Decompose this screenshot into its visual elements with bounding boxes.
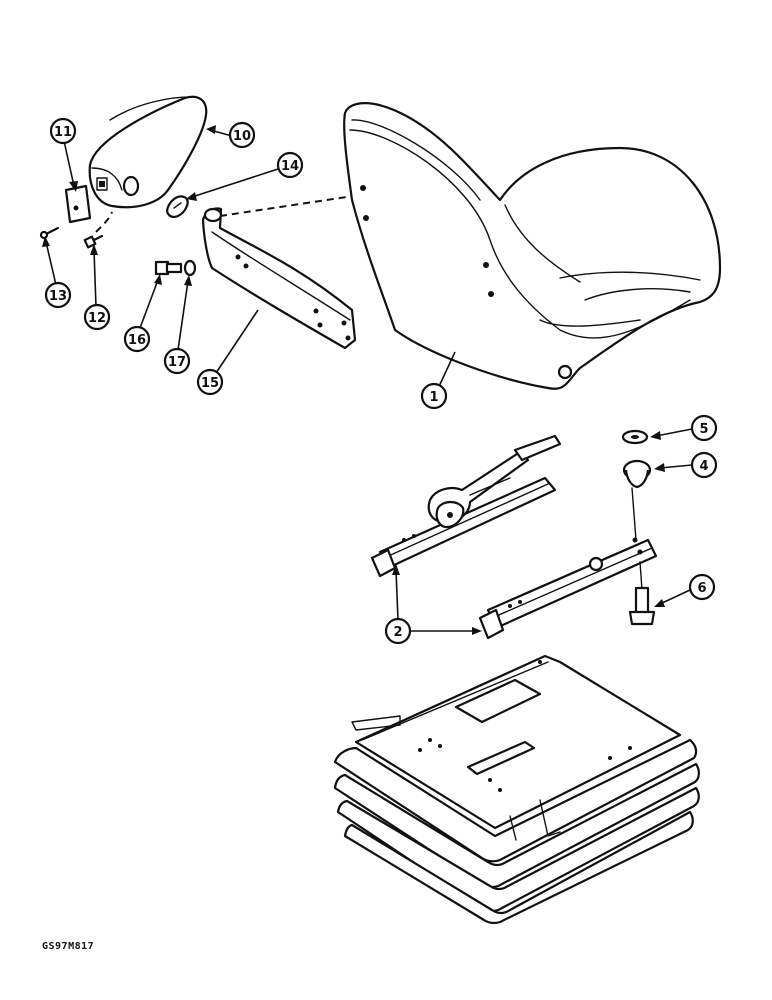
bolt-small [83, 211, 113, 249]
svg-text:1: 1 [429, 390, 438, 405]
callout-13: 13 [42, 236, 72, 309]
svg-text:16: 16 [128, 333, 146, 348]
rubber-bumper [622, 459, 652, 541]
bolt [154, 260, 183, 276]
svg-text:2: 2 [393, 625, 402, 640]
callout-5: 5 [650, 414, 718, 442]
svg-text:15: 15 [201, 376, 219, 391]
callout-1: 1 [420, 351, 456, 410]
svg-text:12: 12 [88, 311, 106, 326]
document-code: GS97M817 [42, 941, 95, 952]
armrest-plate [64, 184, 92, 224]
svg-text:5: 5 [699, 422, 708, 437]
callout-17: 17 [163, 275, 192, 375]
callout-15: 15 [196, 309, 259, 396]
svg-text:11: 11 [54, 125, 72, 140]
svg-text:6: 6 [697, 581, 706, 596]
armrest-illustration [88, 95, 208, 209]
callout-14: 14 [186, 151, 304, 201]
callout-10: 10 [206, 121, 256, 149]
svg-text:17: 17 [168, 355, 186, 370]
callout-12: 12 [83, 244, 111, 331]
mounting-bolt [628, 561, 656, 626]
svg-text:13: 13 [49, 289, 67, 304]
lock-washer [183, 259, 197, 277]
callout-11: 11 [49, 117, 78, 192]
screw [39, 226, 60, 240]
seat-suspension-base [333, 654, 700, 925]
callout-2: 2 [384, 564, 482, 645]
callout-6: 6 [654, 573, 716, 607]
callout-4: 4 [654, 451, 718, 479]
armrest-bracket [201, 207, 357, 350]
armrest-clip [166, 195, 189, 218]
seat-slide-rails [370, 434, 658, 640]
svg-text:4: 4 [699, 459, 708, 474]
assembly-line [219, 194, 361, 217]
svg-text:10: 10 [233, 129, 251, 144]
flat-washer [621, 429, 649, 445]
callout-16: 16 [123, 274, 162, 353]
seat-illustration [343, 102, 722, 390]
svg-text:14: 14 [281, 159, 299, 174]
